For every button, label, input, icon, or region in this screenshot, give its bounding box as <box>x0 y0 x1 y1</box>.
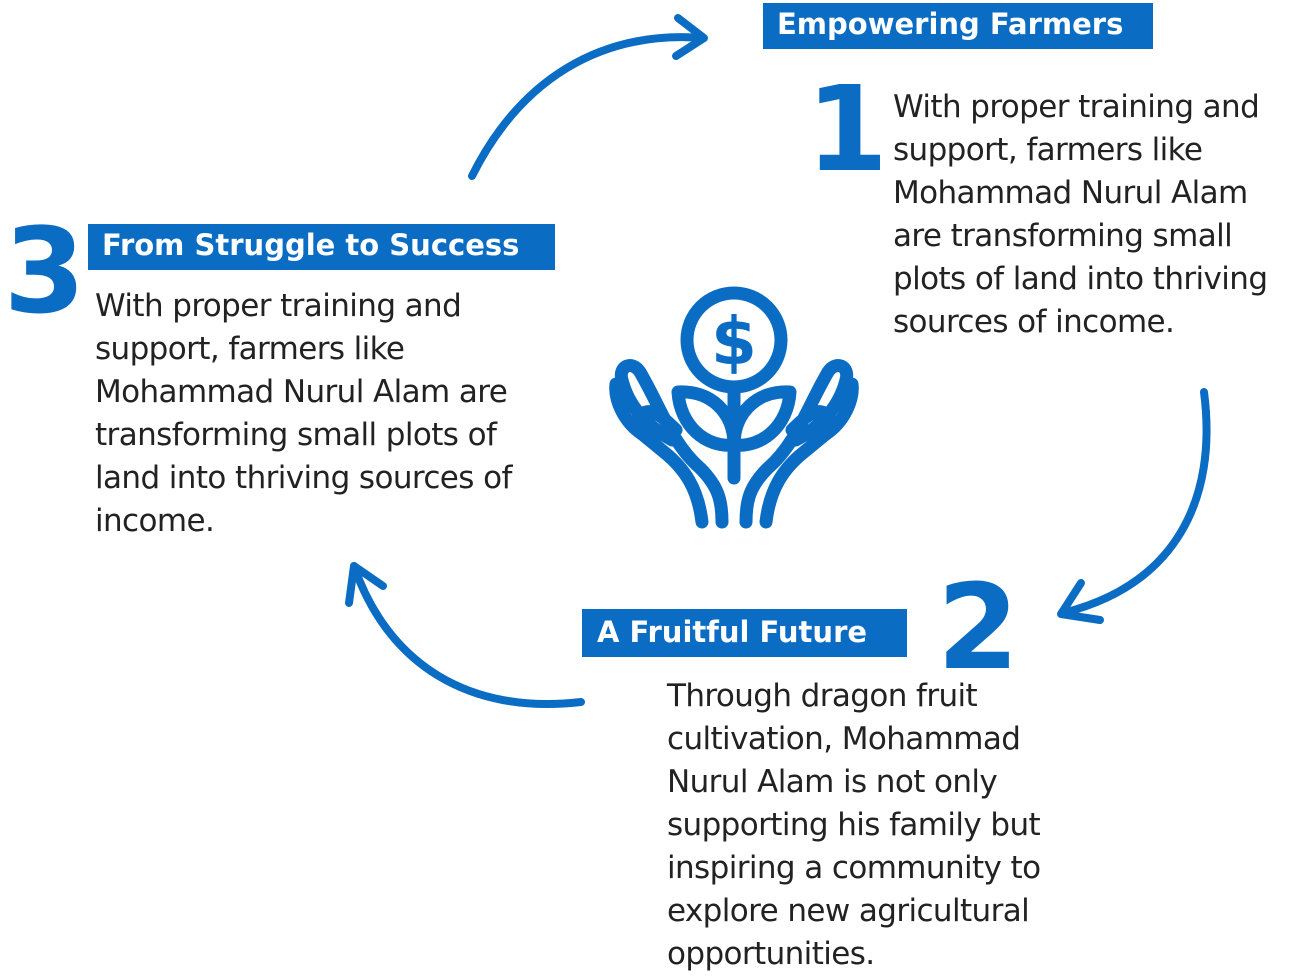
step-2-number: 2 <box>936 558 1020 696</box>
step-2-description: Through dragon fruit cultivation, Mohamm… <box>667 678 1041 972</box>
step-3-title-banner: From Struggle to Success <box>88 224 555 270</box>
step-1-title-banner: Empowering Farmers <box>763 3 1153 49</box>
step-3-number: 3 <box>3 202 86 340</box>
step-2-title-banner: A Fruitful Future <box>582 609 907 657</box>
step-1-description: With proper training and support, farmer… <box>893 89 1268 340</box>
step-1-number: 1 <box>806 60 889 198</box>
step-3-description: With proper training and support, farmer… <box>95 288 512 539</box>
curved-arrow-top <box>468 14 708 180</box>
diagram-graphics: $ <box>345 14 1211 709</box>
left-leaf-icon <box>671 385 741 452</box>
hands-holding-money-plant-icon <box>609 286 859 529</box>
curved-arrow-left <box>345 562 585 709</box>
right-leaf-icon <box>727 385 797 452</box>
dollar-sign-icon: $ <box>711 303 757 380</box>
curved-arrow-right <box>1057 388 1211 624</box>
